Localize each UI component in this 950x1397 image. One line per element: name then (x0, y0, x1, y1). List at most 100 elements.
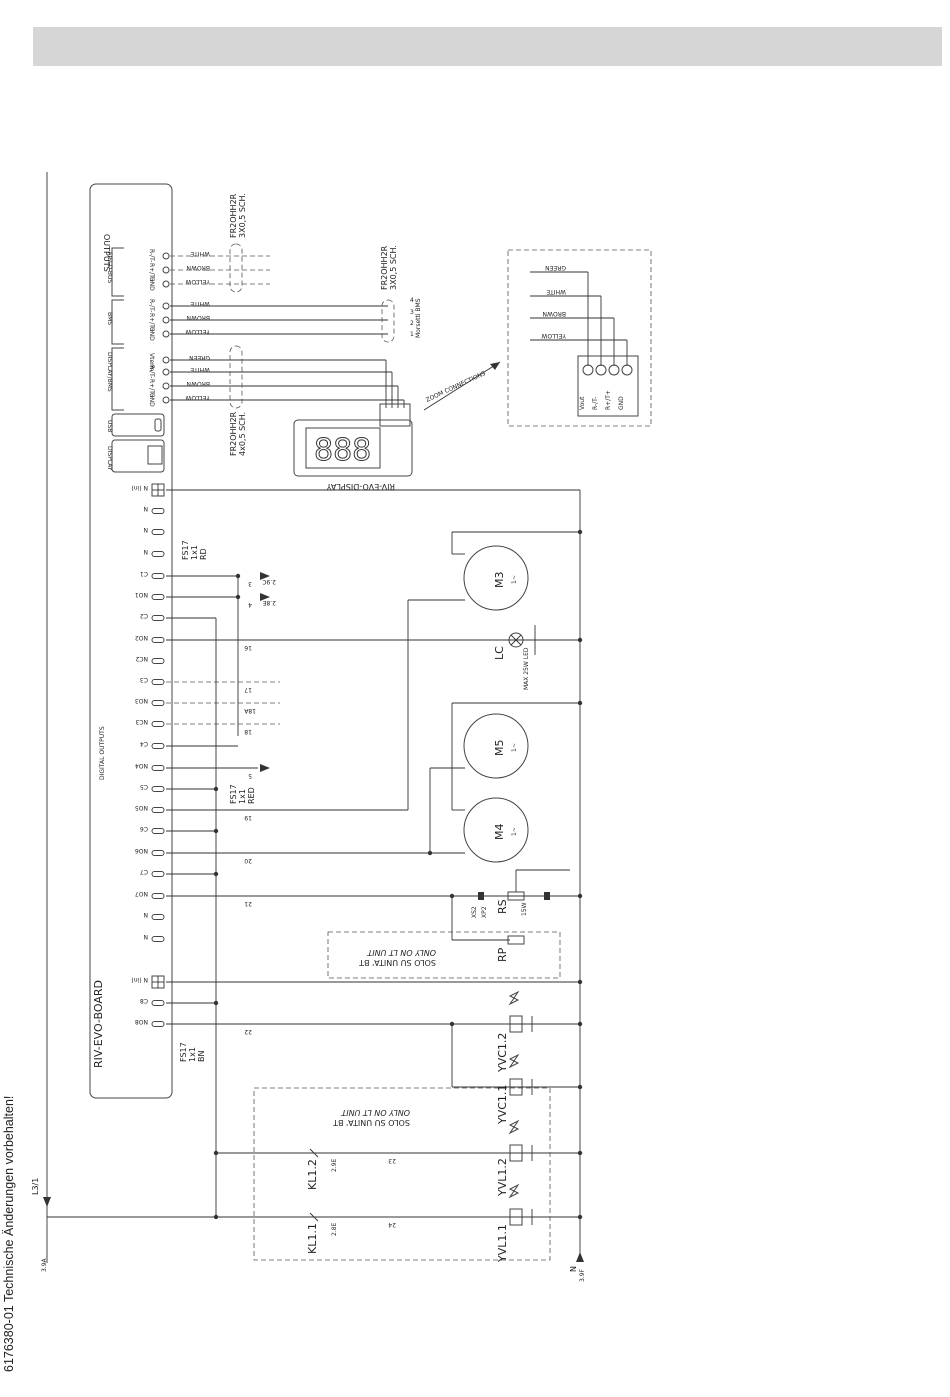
svg-text:GND: GND (618, 396, 625, 410)
wire-color-label: BROWN (187, 380, 210, 387)
junction-dot (213, 1150, 219, 1156)
digital-terminal (151, 893, 165, 899)
svg-text:2.9C: 2.9C (262, 578, 276, 585)
digital-terminal (151, 914, 165, 920)
cable-label-1: FR2OHH2R 3X0,5 SCH. (229, 193, 247, 238)
svg-text:R+/T+: R+/T+ (605, 390, 612, 410)
junction-dot (235, 573, 241, 579)
display-digits: 888 (314, 433, 371, 468)
motor-m4: M4 1~ (463, 797, 529, 863)
digital-terminal (151, 573, 165, 579)
zoom-wire-color: BROWN (543, 310, 566, 317)
zoom-terminal-screw (621, 364, 633, 376)
cable-shield (229, 243, 243, 293)
board-outline (89, 183, 173, 1099)
power-lines (47, 489, 581, 1262)
svg-text:FR2OHH2R: FR2OHH2R (229, 411, 238, 456)
svg-text:YVC1.2: YVC1.2 (496, 1033, 509, 1073)
svg-text:RP: RP (496, 947, 509, 962)
svg-text:YVL1.1: YVL1.1 (496, 1224, 509, 1263)
digital-terminal (151, 615, 165, 621)
wire-color-label: BROWN (187, 314, 210, 321)
svg-text:23: 23 (388, 1157, 396, 1164)
digital-terminal (151, 786, 165, 792)
digital-terminal-label: C6 (140, 825, 148, 832)
fuse-rd: FS17 1x1 RD (181, 540, 208, 560)
svg-text:DISPLAY: DISPLAY (106, 446, 113, 471)
line-n-marker: N 3.9F (569, 1252, 586, 1282)
svg-text:1~: 1~ (511, 575, 518, 584)
svg-text:3: 3 (248, 580, 252, 587)
header-bar (33, 27, 942, 66)
svg-text:Vout: Vout (579, 396, 586, 410)
digital-terminal-label: NO7 (135, 890, 148, 897)
junction-dot (577, 1150, 583, 1156)
digital-terminal (151, 721, 165, 727)
svg-text:1~: 1~ (511, 827, 518, 836)
zoom-wire-color: YELLOW (541, 332, 567, 339)
terminal-screw (162, 330, 170, 338)
svg-text:SOLO SU UNITA' BT: SOLO SU UNITA' BT (359, 958, 436, 967)
svg-text:1x1: 1x1 (238, 789, 247, 804)
usb-group: USB (106, 413, 165, 437)
digital-terminal (151, 700, 165, 706)
signal-arrows: 2.9C 2.8E (260, 572, 276, 772)
svg-text:2: 2 (410, 320, 414, 327)
terminal-screw (162, 382, 170, 390)
terminal-label: Vterm (148, 353, 155, 372)
svg-text:16: 16 (244, 644, 252, 651)
terminal-screw (162, 368, 170, 376)
wire-color-label: GREEN (189, 354, 210, 361)
heater-rs: RS 15W XS2 XP2 (471, 869, 570, 918)
digital-wiring (166, 531, 580, 1218)
terminal-screw (162, 302, 170, 310)
valve-symbol (508, 1183, 520, 1199)
motor-m3: M3 1~ (463, 545, 529, 611)
svg-text:2.9E: 2.9E (331, 1158, 338, 1172)
svg-text:LC: LC (493, 646, 506, 660)
wire-color-label: WHITE (190, 250, 210, 257)
digital-terminal-label: N (144, 526, 149, 533)
digital-terminal (151, 594, 165, 600)
digital-terminal (151, 828, 165, 834)
valves (508, 990, 533, 1226)
svg-text:MAX 25W LED: MAX 25W LED (523, 647, 530, 690)
digital-terminal (151, 679, 165, 685)
bms-group: BMS (106, 299, 124, 345)
digital-terminal (151, 637, 165, 643)
digital-terminal-label: N (144, 933, 149, 940)
svg-text:18A: 18A (243, 707, 256, 714)
junction-dot (577, 1084, 583, 1090)
svg-text:N: N (569, 1266, 578, 1272)
svg-text:18: 18 (244, 728, 252, 735)
svg-text:RD: RD (199, 548, 208, 560)
valve-labels: YVC1.2 YVC1.1 YVL1.2 YVL1.1 (496, 1033, 509, 1263)
junction-dot (427, 850, 433, 856)
zoom-terminal-screw (595, 364, 607, 376)
svg-text:FS17: FS17 (179, 1042, 188, 1062)
svg-text:1x1: 1x1 (188, 1047, 197, 1062)
svg-text:4x0,5 SCH.: 4x0,5 SCH. (238, 412, 247, 456)
cable-label-2: FR2OHH2R 3X0,5 SCH. (380, 245, 398, 290)
fuse-bn: FS17 1x1 BN (179, 1042, 206, 1062)
display-port-group: DISPLAY (106, 439, 165, 473)
digital-terminal-label: C5 (140, 783, 148, 790)
junction-dot (577, 700, 583, 706)
motor-m5: M5 1~ (463, 713, 529, 779)
svg-text:2.8E: 2.8E (331, 1222, 338, 1236)
svg-text:L3/1: L3/1 (31, 1178, 40, 1195)
zoom-connections-label: ZOOM CONNECTIONS (423, 361, 501, 411)
svg-text:RED: RED (247, 787, 256, 804)
field-bus-group: FIELD BUS (106, 247, 124, 297)
wire-color-label: BROWN (187, 264, 210, 271)
svg-text:DISPLAY/BMS: DISPLAY/BMS (106, 352, 113, 392)
svg-text:USB: USB (106, 420, 113, 432)
svg-text:15W: 15W (521, 902, 528, 916)
wire-color-label: YELLOW (185, 394, 211, 401)
digital-terminal (151, 807, 165, 813)
svg-text:1~: 1~ (511, 743, 518, 752)
digital-terminal-label: C2 (140, 612, 148, 619)
digital-terminal-label: NO5 (135, 804, 148, 811)
junction-dot (577, 1021, 583, 1027)
svg-text:FR2OHH2R: FR2OHH2R (380, 245, 389, 290)
